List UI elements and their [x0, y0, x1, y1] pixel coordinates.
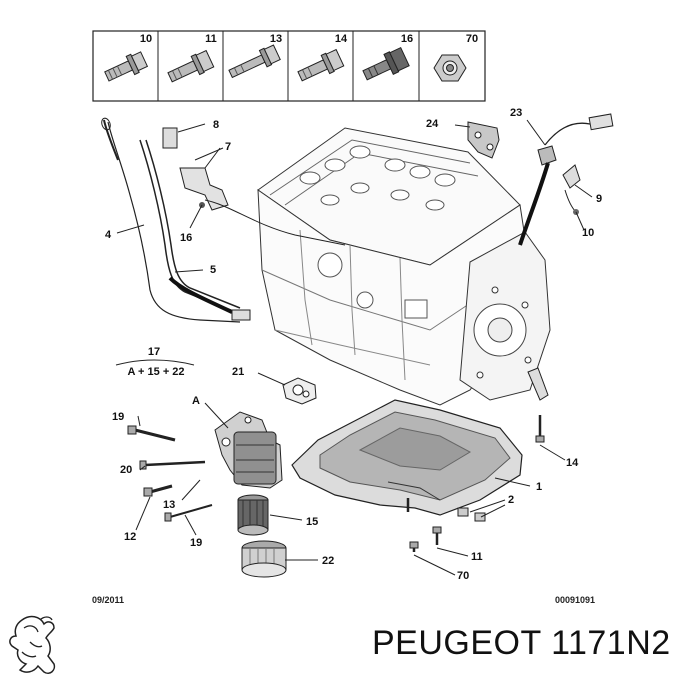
fastener-label-5: 16 — [401, 33, 413, 45]
callout-1: 1 — [536, 481, 542, 493]
assembly-formula: 17 A + 15 + 22 — [115, 346, 195, 378]
leader-lines — [116, 119, 593, 576]
diagram-code: 00091091 — [555, 595, 595, 605]
diagram-date: 09/2011 — [92, 595, 124, 605]
flange-bolt-icon — [104, 51, 149, 82]
dipstick-assembly — [101, 117, 346, 323]
callout-9: 9 — [596, 193, 602, 205]
oil-filter-housing — [214, 411, 283, 489]
formula-expression: A + 15 + 22 — [127, 366, 184, 378]
filter-cap-22 — [241, 540, 287, 578]
callout-23: 23 — [510, 107, 522, 119]
formula-number: 17 — [148, 346, 160, 358]
fastener-box: 10 11 13 14 16 70 — [92, 30, 486, 102]
hex-bolt-icon — [167, 49, 215, 83]
clip-8-shape — [162, 127, 178, 149]
fastener-label-2: 11 — [205, 33, 217, 45]
bracket-7-shape — [179, 167, 229, 211]
callout-21: 21 — [232, 366, 244, 378]
small-bolts — [127, 367, 549, 552]
callout-5: 5 — [210, 264, 216, 276]
callout-24: 24 — [426, 118, 439, 130]
oil-pan — [291, 399, 523, 516]
callout-19-bottom: 19 — [190, 537, 202, 549]
callout-14: 14 — [566, 457, 579, 469]
callout-19-top: 19 — [112, 411, 124, 423]
callout-8: 8 — [213, 119, 219, 131]
callouts: 8 7 4 16 5 24 23 9 10 21 A 19 20 13 12 1… — [105, 107, 602, 582]
callout-10: 10 — [582, 227, 594, 239]
callout-70: 70 — [457, 570, 469, 582]
fastener-label-3: 13 — [270, 33, 282, 45]
callout-13: 13 — [163, 499, 175, 511]
oil-level-sensor — [467, 113, 614, 246]
brand-title: PEUGEOT 1171N2 — [372, 624, 671, 662]
callout-2: 2 — [508, 494, 514, 506]
dark-bolt-icon — [362, 46, 410, 81]
hex-bolt-icon-2 — [297, 48, 345, 82]
engine-block — [257, 127, 551, 406]
callout-20: 20 — [120, 464, 132, 476]
peugeot-lion-logo — [9, 615, 56, 675]
long-bolt-icon — [228, 44, 281, 79]
callout-16: 16 — [180, 232, 192, 244]
callout-15: 15 — [306, 516, 318, 528]
callout-11: 11 — [471, 551, 483, 563]
callout-4: 4 — [105, 229, 112, 241]
callout-7: 7 — [225, 141, 231, 153]
callout-12: 12 — [124, 531, 136, 543]
gasket-21 — [282, 377, 317, 405]
fastener-label-6: 70 — [466, 33, 478, 45]
hex-nut-icon — [433, 54, 467, 82]
callout-22: 22 — [322, 555, 334, 567]
bracket-24-shape — [467, 121, 500, 159]
oil-filter-15 — [237, 494, 269, 536]
callout-A: A — [192, 395, 200, 407]
fastener-label-4: 14 — [335, 33, 348, 45]
fastener-label-1: 10 — [140, 33, 152, 45]
